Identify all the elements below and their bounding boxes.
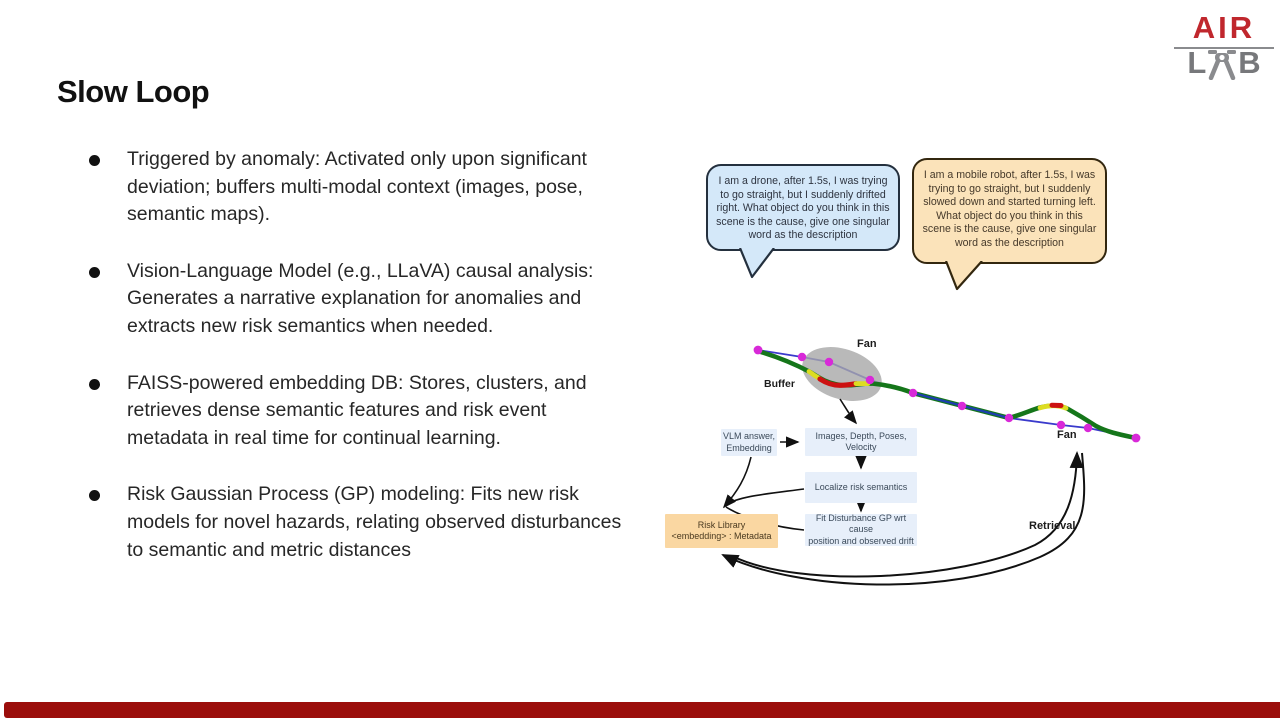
bullet-item-vlm: Vision-Language Model (e.g., LLaVA) caus… — [88, 258, 632, 341]
logo-air-text: AIR — [1192, 10, 1256, 45]
fan-label-retrieval: Fan — [1057, 429, 1077, 441]
risk-segment-red-1 — [817, 376, 859, 388]
curve-localize-to-risklib — [724, 488, 805, 506]
vlm-answer-box: VLM answer, Embedding — [721, 429, 777, 456]
bullet-dot — [89, 490, 100, 502]
page-title: Slow Loop — [57, 74, 210, 109]
bullet-dot — [89, 155, 100, 166]
localize-risk-box: Localize risk semantics — [805, 472, 917, 503]
logo-lab-row: L B — [1174, 44, 1274, 80]
buffer-label: Buffer — [764, 378, 795, 390]
logo-lab-l: L — [1187, 45, 1207, 80]
bullet-text: FAISS-powered embedding DB: Stores, clus… — [127, 371, 587, 449]
arrow-vlm-to-risklib — [722, 456, 752, 509]
bullet-item-trigger: Triggered by anomaly: Activated only upo… — [88, 146, 632, 229]
retrieval-label: Retrieval — [1029, 520, 1076, 532]
fit-gp-box: Fit Disturbance GP wrt cause position an… — [805, 513, 917, 546]
bullet-dot — [89, 266, 100, 278]
risk-library-box: Risk Library <embedding> : Metadata — [665, 514, 778, 548]
risk-segment-yellow-3 — [1037, 403, 1069, 411]
sensor-buffer-box: Images, Depth, Poses, Velocity — [805, 428, 917, 456]
bullet-text: Vision-Language Model (e.g., LLaVA) caus… — [127, 259, 594, 337]
bottom-accent-bar — [4, 702, 1280, 718]
propeller-line — [1174, 47, 1274, 49]
bullet-item-faiss: FAISS-powered embedding DB: Stores, clus… — [88, 370, 632, 453]
risk-segment-yellow-1 — [806, 369, 823, 382]
actual-trajectory-path — [755, 348, 1139, 441]
nominal-path-line — [757, 349, 1137, 439]
drone-bubble-tail — [738, 248, 775, 279]
bullet-list: Triggered by anomaly: Activated only upo… — [88, 146, 636, 593]
airlab-logo: AIR L B — [1174, 10, 1274, 80]
drone-speech-text: I am a drone, after 1.5s, I was trying t… — [716, 175, 890, 242]
bullet-text: Triggered by anomaly: Activated only upo… — [127, 148, 587, 226]
bullet-dot — [89, 378, 100, 390]
drone-icon — [1208, 50, 1237, 80]
bullet-item-gp: Risk Gaussian Process (GP) modeling: Fit… — [88, 481, 632, 564]
bullet-text: Risk Gaussian Process (GP) modeling: Fit… — [127, 483, 622, 561]
robot-bubble-tail — [944, 261, 983, 291]
fan-label-buffer: Fan — [857, 338, 877, 350]
robot-speech-bubble: I am a mobile robot, after 1.5s, I was t… — [912, 158, 1107, 264]
merged-segment-line — [912, 391, 1010, 420]
robot-speech-text: I am a mobile robot, after 1.5s, I was t… — [922, 169, 1097, 249]
arrow-buffer-to-sensors — [839, 398, 858, 425]
drone-speech-bubble: I am a drone, after 1.5s, I was trying t… — [706, 164, 900, 251]
logo-lab-b: B — [1238, 45, 1261, 80]
